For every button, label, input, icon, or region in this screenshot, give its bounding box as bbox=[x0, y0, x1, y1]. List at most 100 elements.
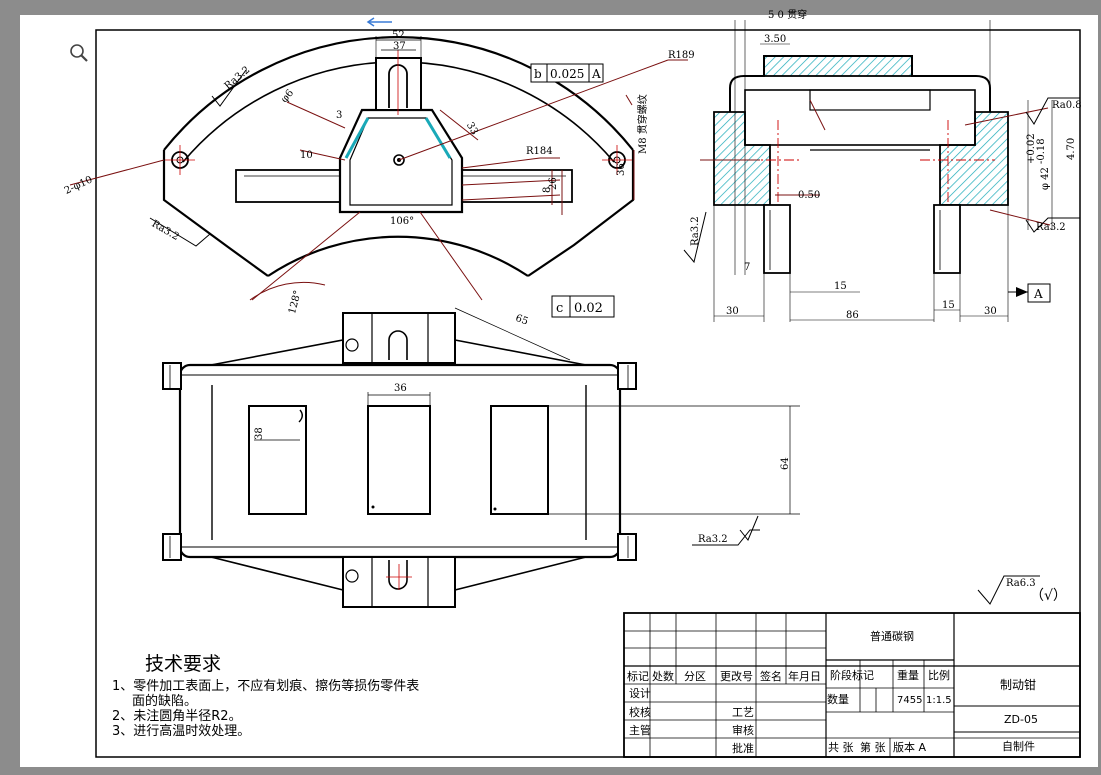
general-roughness-value: Ra6.3 bbox=[1006, 578, 1036, 589]
svg-text:c: c bbox=[556, 301, 563, 316]
dim-26: 26 bbox=[548, 177, 559, 190]
dim-side-30a: 30 bbox=[726, 306, 739, 317]
dim-side-86: 86 bbox=[846, 310, 859, 321]
drawing-border bbox=[95, 29, 1081, 758]
dim-r189: R189 bbox=[668, 50, 695, 61]
top-view-upper-boss bbox=[342, 312, 456, 364]
svg-text:Ra3.2: Ra3.2 bbox=[698, 534, 728, 545]
side-view: 3.50 0.50 7 15 15 30 30 86 5 0 贯穿 M8 贯穿螺… bbox=[636, 8, 1082, 322]
top-view-left-tab-top bbox=[162, 362, 182, 390]
top-view-right-tab-top bbox=[617, 362, 637, 390]
side-right-piston bbox=[933, 204, 961, 274]
roughness-symbol-top-view: Ra3.2 bbox=[692, 515, 760, 546]
stage-label: 阶段标记 bbox=[830, 668, 874, 682]
flatness-frame: b 0.025 A bbox=[530, 63, 604, 83]
dim-front-36: 36 bbox=[616, 163, 627, 176]
title-block-text: 普通碳钢 标记 处数 分区 更改号 签名 年月日 阶段标记 重量 比例 数量 7… bbox=[627, 629, 1038, 755]
dim-37: 37 bbox=[393, 41, 406, 52]
top-view-window-right bbox=[490, 405, 549, 515]
roughness-symbol-side-right-bottom: Ra3.2 bbox=[1025, 217, 1080, 233]
sector-bottom-arc bbox=[267, 235, 529, 277]
magnifier-icon[interactable] bbox=[68, 42, 90, 64]
dim-52: 52 bbox=[392, 30, 405, 41]
header-change-no: 更改号 bbox=[720, 669, 753, 683]
scale-label: 比例 bbox=[928, 668, 950, 682]
sector-right-side bbox=[527, 150, 635, 277]
parallelism-frame: c 0.02 bbox=[551, 295, 615, 318]
title-block bbox=[623, 612, 1081, 758]
slot-bar-left bbox=[235, 169, 349, 203]
part-name: 制动钳 bbox=[1000, 678, 1036, 692]
header-mark: 标记 bbox=[627, 669, 649, 683]
drawing-number: ZD-05 bbox=[1004, 713, 1038, 726]
tech-note-2: 2、未注圆角半径R2。 bbox=[112, 709, 242, 724]
version: 版本 A bbox=[893, 740, 926, 754]
row-review: 审核 bbox=[732, 723, 754, 737]
dim-8: 8 bbox=[542, 187, 553, 193]
dim-phi6: φ6 bbox=[279, 88, 296, 105]
top-view-window-left bbox=[248, 405, 307, 515]
tech-note-1: 1、零件加工表面上，不应有划痕、擦伤等损伤零件表 bbox=[112, 678, 419, 694]
header-signature: 签名 bbox=[760, 669, 782, 683]
general-roughness: Ra6.3 （√） bbox=[977, 575, 1067, 605]
top-tab bbox=[375, 57, 422, 111]
dim-top-64: 64 bbox=[780, 457, 791, 470]
svg-text:Ra0.8: Ra0.8 bbox=[1052, 100, 1082, 111]
dim-4-70: 4.70 bbox=[1066, 138, 1077, 160]
datum-a-frame: A bbox=[1008, 283, 1051, 303]
svg-text:Ra3.2: Ra3.2 bbox=[1036, 222, 1066, 233]
view-direction-arrow bbox=[366, 17, 392, 27]
row-design: 设计 bbox=[629, 687, 651, 700]
dim-tol-plus: +0.02 bbox=[1026, 133, 1037, 164]
svg-text:Ra3.2: Ra3.2 bbox=[690, 216, 701, 246]
general-roughness-check: （√） bbox=[1030, 588, 1067, 604]
weight-value: 7455 bbox=[897, 695, 922, 706]
top-view-right-tab-bottom bbox=[617, 533, 637, 561]
dim-r184: R184 bbox=[526, 146, 553, 157]
side-left-wall bbox=[713, 111, 771, 206]
dim-side-15a: 15 bbox=[834, 281, 847, 292]
top-view: c 0.02 36 64 38 65 Ra3.2 bbox=[162, 295, 800, 608]
weight-label: 重量 bbox=[897, 668, 919, 682]
row-supervisor: 主管 bbox=[629, 723, 651, 737]
material: 普通碳钢 bbox=[870, 629, 914, 643]
dim-angle-128: 128° bbox=[287, 289, 304, 315]
scale-value: 1:1.5 bbox=[926, 695, 952, 706]
side-body-outline bbox=[729, 55, 991, 112]
dim-3: 3 bbox=[336, 110, 342, 121]
center-hole bbox=[393, 154, 405, 166]
roughness-symbol-front-top: Ra3.2 bbox=[211, 65, 252, 107]
tech-note-1b: 面的缺陷。 bbox=[132, 693, 197, 709]
top-view-left-tab-bottom bbox=[162, 533, 182, 561]
dim-top-38: 38 bbox=[254, 427, 265, 440]
side-right-wall bbox=[939, 111, 1009, 206]
header-zone: 分区 bbox=[684, 670, 706, 683]
dim-3-50: 3.50 bbox=[764, 34, 786, 45]
header-count: 处数 bbox=[652, 670, 674, 683]
sector-left-side bbox=[162, 150, 269, 277]
row-approve: 批准 bbox=[732, 741, 754, 755]
dim-phi42: φ 42 bbox=[1040, 167, 1051, 190]
dim-10: 10 bbox=[300, 150, 313, 161]
dim-top-36: 36 bbox=[394, 383, 407, 394]
flatness-symbol: b bbox=[534, 67, 542, 81]
tech-note-3: 3、进行高温时效处理。 bbox=[112, 723, 250, 739]
dim-side-30b: 30 bbox=[984, 306, 997, 317]
roughness-symbol-front-bottom: Ra3.2 bbox=[150, 217, 211, 247]
flatness-value: 0.025 bbox=[550, 67, 584, 81]
part-source: 自制件 bbox=[1002, 740, 1035, 753]
roughness-symbol-side-left: Ra3.2 bbox=[683, 211, 707, 264]
dim-side-15b: 15 bbox=[942, 300, 955, 311]
row-process: 工艺 bbox=[732, 706, 754, 719]
side-top-label: 5 0 贯穿 bbox=[768, 8, 807, 21]
svg-text:0.02: 0.02 bbox=[574, 301, 603, 316]
row-check: 校核 bbox=[629, 705, 651, 719]
svg-text:A: A bbox=[1033, 287, 1043, 301]
technical-requirements: 技术要求 1、零件加工表面上，不应有划痕、擦伤等损伤零件表 面的缺陷。 2、未注… bbox=[112, 653, 419, 739]
flatness-datum: A bbox=[591, 67, 601, 81]
central-boss bbox=[338, 108, 464, 214]
dim-7: 7 bbox=[744, 262, 750, 273]
header-date: 年月日 bbox=[788, 669, 821, 683]
